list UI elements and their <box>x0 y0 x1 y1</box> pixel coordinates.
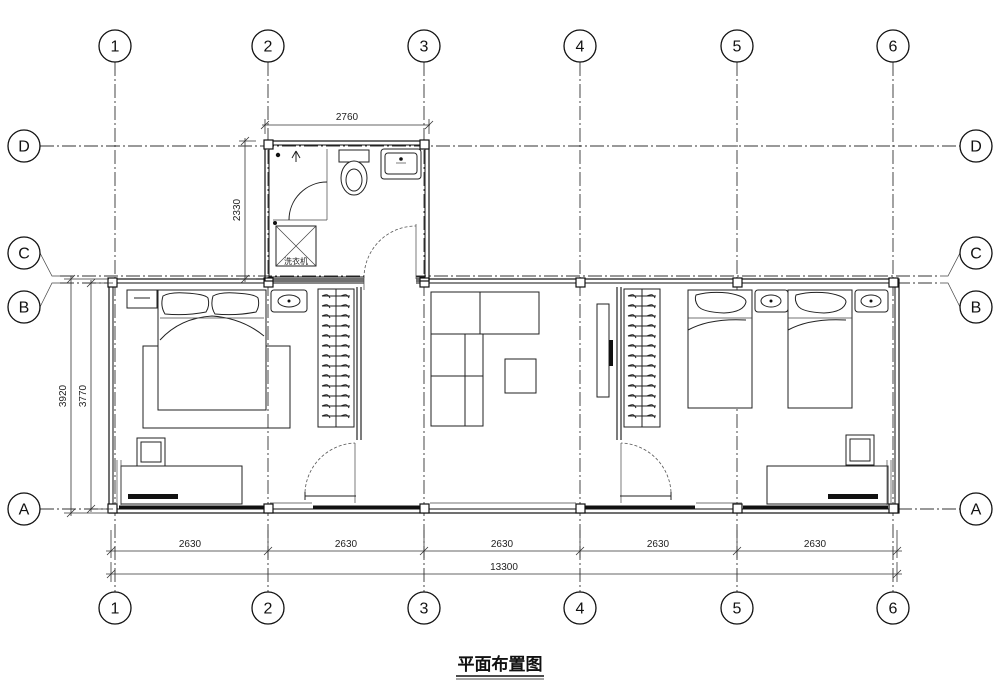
dim-inner-depth: 3770 <box>78 384 89 407</box>
dim-bay-1: 2630 <box>179 539 202 550</box>
right-bedroom <box>620 289 892 505</box>
dim-total-length: 13300 <box>490 562 518 573</box>
grid-label-top-1: 1 <box>111 39 120 56</box>
dim-bay-4: 2630 <box>647 539 670 550</box>
dimension-bathroom-width: 2760 <box>260 112 434 134</box>
grid-label-right-C: C <box>970 246 982 263</box>
grid-bubbles-top: 1 2 3 4 5 6 <box>98 29 910 63</box>
grid-label-top-5: 5 <box>733 39 742 56</box>
grid-label-bottom-2: 2 <box>264 601 273 618</box>
grid-label-bottom-1: 1 <box>111 601 120 618</box>
dimension-bays: 2630 2630 2630 2630 2630 <box>106 530 902 558</box>
grid-label-top-3: 3 <box>420 39 429 56</box>
grid-label-left-D: D <box>18 139 30 156</box>
grid-label-top-6: 6 <box>889 39 898 56</box>
drawing-title: 平面布置图 <box>458 654 543 674</box>
left-bedroom <box>116 289 356 505</box>
dim-outer-depth: 3920 <box>58 384 69 407</box>
grid-label-right-A: A <box>971 502 982 519</box>
grid-label-left-B: B <box>19 300 30 317</box>
grid-label-right-D: D <box>970 139 982 156</box>
grid-label-right-B: B <box>971 300 982 317</box>
grid-label-left-A: A <box>19 502 30 519</box>
main-building-walls <box>107 277 900 514</box>
dim-bay-2: 2630 <box>335 539 358 550</box>
wardrobe-left <box>317 288 355 428</box>
grid-bubbles-right: D C B A <box>959 129 993 526</box>
dim-bathroom-width: 2760 <box>336 112 359 123</box>
washing-machine-label: 洗衣机 <box>284 256 308 266</box>
drawing-title-group: 平面布置图 <box>456 654 544 680</box>
dim-bay-3: 2630 <box>491 539 514 550</box>
grid-label-top-2: 2 <box>264 39 273 56</box>
grid-label-bottom-6: 6 <box>889 601 898 618</box>
dimension-depth: 3920 3770 <box>58 274 113 518</box>
grid-label-top-4: 4 <box>576 39 585 56</box>
grid-bubbles-bottom: 1 2 3 4 5 6 <box>98 591 910 625</box>
grid-label-bottom-4: 4 <box>576 601 585 618</box>
grid-bubbles-left: D C B A <box>7 129 41 526</box>
dim-bay-5: 2630 <box>804 539 827 550</box>
dim-bathroom-depth: 2330 <box>232 198 243 221</box>
wardrobe-right <box>623 288 661 428</box>
grid-label-left-C: C <box>18 246 30 263</box>
grid-label-bottom-5: 5 <box>733 601 742 618</box>
living-area <box>430 291 613 427</box>
bathroom: 洗衣机 <box>263 139 430 290</box>
grid-label-bottom-3: 3 <box>420 601 429 618</box>
dimension-total: 13300 <box>106 562 902 582</box>
dimension-bathroom-depth: 2330 <box>232 136 256 284</box>
